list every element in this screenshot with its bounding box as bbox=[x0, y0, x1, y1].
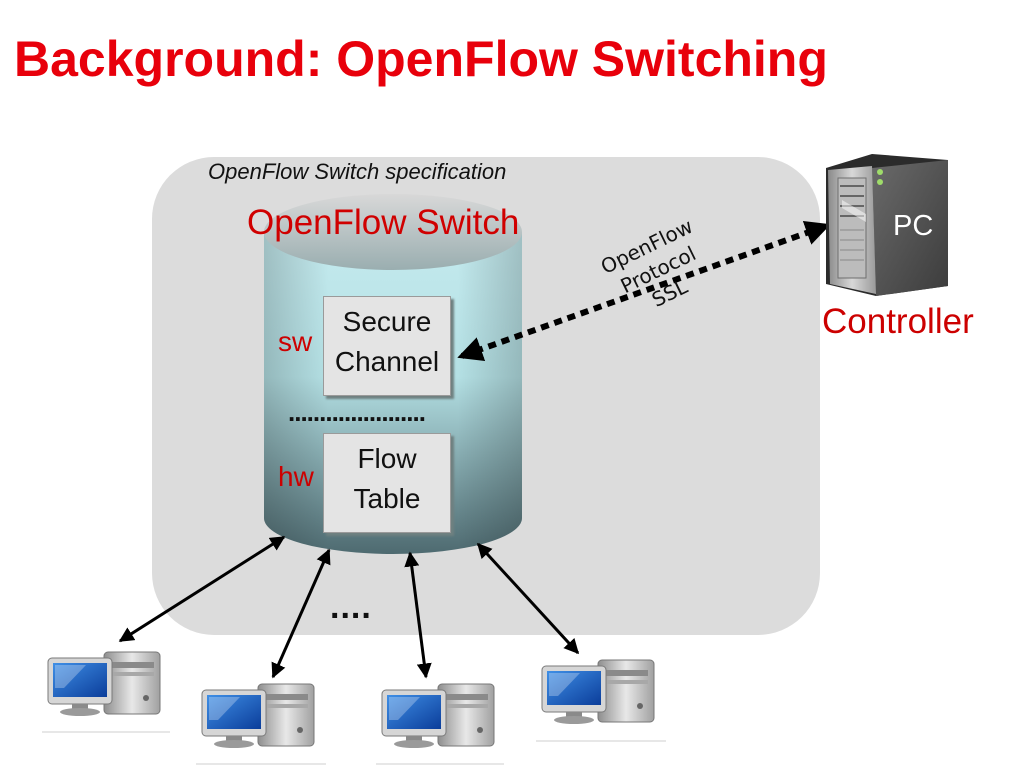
desktop-computer-icon bbox=[201, 683, 315, 749]
controller-label: Controller bbox=[822, 302, 974, 341]
flow-table-line-1: Flow bbox=[357, 443, 417, 474]
host-link-2 bbox=[271, 548, 331, 679]
more-hosts-ellipsis: .... bbox=[330, 588, 372, 626]
hw-label: hw bbox=[278, 461, 314, 492]
flow-table-box: Flow Table bbox=[323, 433, 451, 533]
slide-title: Background: OpenFlow Switching bbox=[14, 31, 828, 87]
pc-label: PC bbox=[893, 210, 934, 242]
host-link-4 bbox=[476, 542, 580, 655]
secure-channel-line-1: Secure bbox=[342, 306, 432, 337]
host-link-3 bbox=[404, 551, 432, 679]
desktop-computer-icon bbox=[47, 651, 161, 717]
desktop-computer-icon bbox=[381, 683, 495, 749]
secure-channel-box: Secure Channel bbox=[323, 296, 451, 396]
protocol-ssl-arrow bbox=[457, 220, 831, 362]
desktop-computer-icon bbox=[541, 659, 655, 725]
secure-channel-line-2: Channel bbox=[334, 346, 440, 377]
sw-label: sw bbox=[278, 326, 313, 357]
host-link-1 bbox=[118, 535, 286, 643]
spec-label: OpenFlow Switch specification bbox=[208, 159, 507, 184]
sw-hw-separator: ...................... bbox=[288, 397, 426, 427]
flow-table-line-2: Table bbox=[353, 483, 421, 514]
